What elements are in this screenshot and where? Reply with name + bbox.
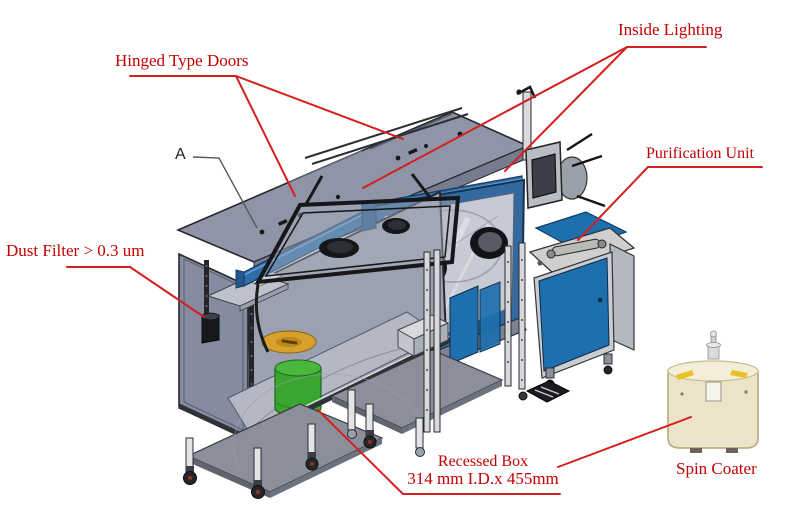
spinner-plate [261,330,317,354]
hinge-hardware [259,131,463,235]
callout-inside-lighting: Inside Lighting [618,20,723,39]
lifted-front-door [254,173,461,353]
callout-recessed-box-dimensions: 314 mm I.D.x 455mm [407,469,559,488]
purification-unit [528,211,636,389]
callout-hinged-type-doors: Hinged Type Doors [115,51,249,70]
callout-spin-coater: Spin Coater [676,459,757,478]
support-columns [423,242,526,433]
door-glove-ports [319,218,410,258]
foot-pedal [518,380,571,403]
dust-filter [201,312,220,344]
spin-coater-unit [667,330,759,453]
casters [183,429,425,499]
callout-purification-unit: Purification Unit [646,145,754,162]
monitor-screen [531,153,557,199]
detail-a-leader [192,156,258,229]
control-monitor-assembly [516,85,606,209]
inside-lighting-rail-left [235,199,377,289]
open-lid-frame [304,107,469,165]
valve-rods [566,132,606,208]
callout-dust-filter: Dust Filter > 0.3 um [6,241,145,260]
leader-lines [66,46,763,495]
detail-marker-a: A [175,146,186,163]
callout-recessed-box-title: Recessed Box [437,453,529,470]
purifier-front-door [538,257,610,372]
